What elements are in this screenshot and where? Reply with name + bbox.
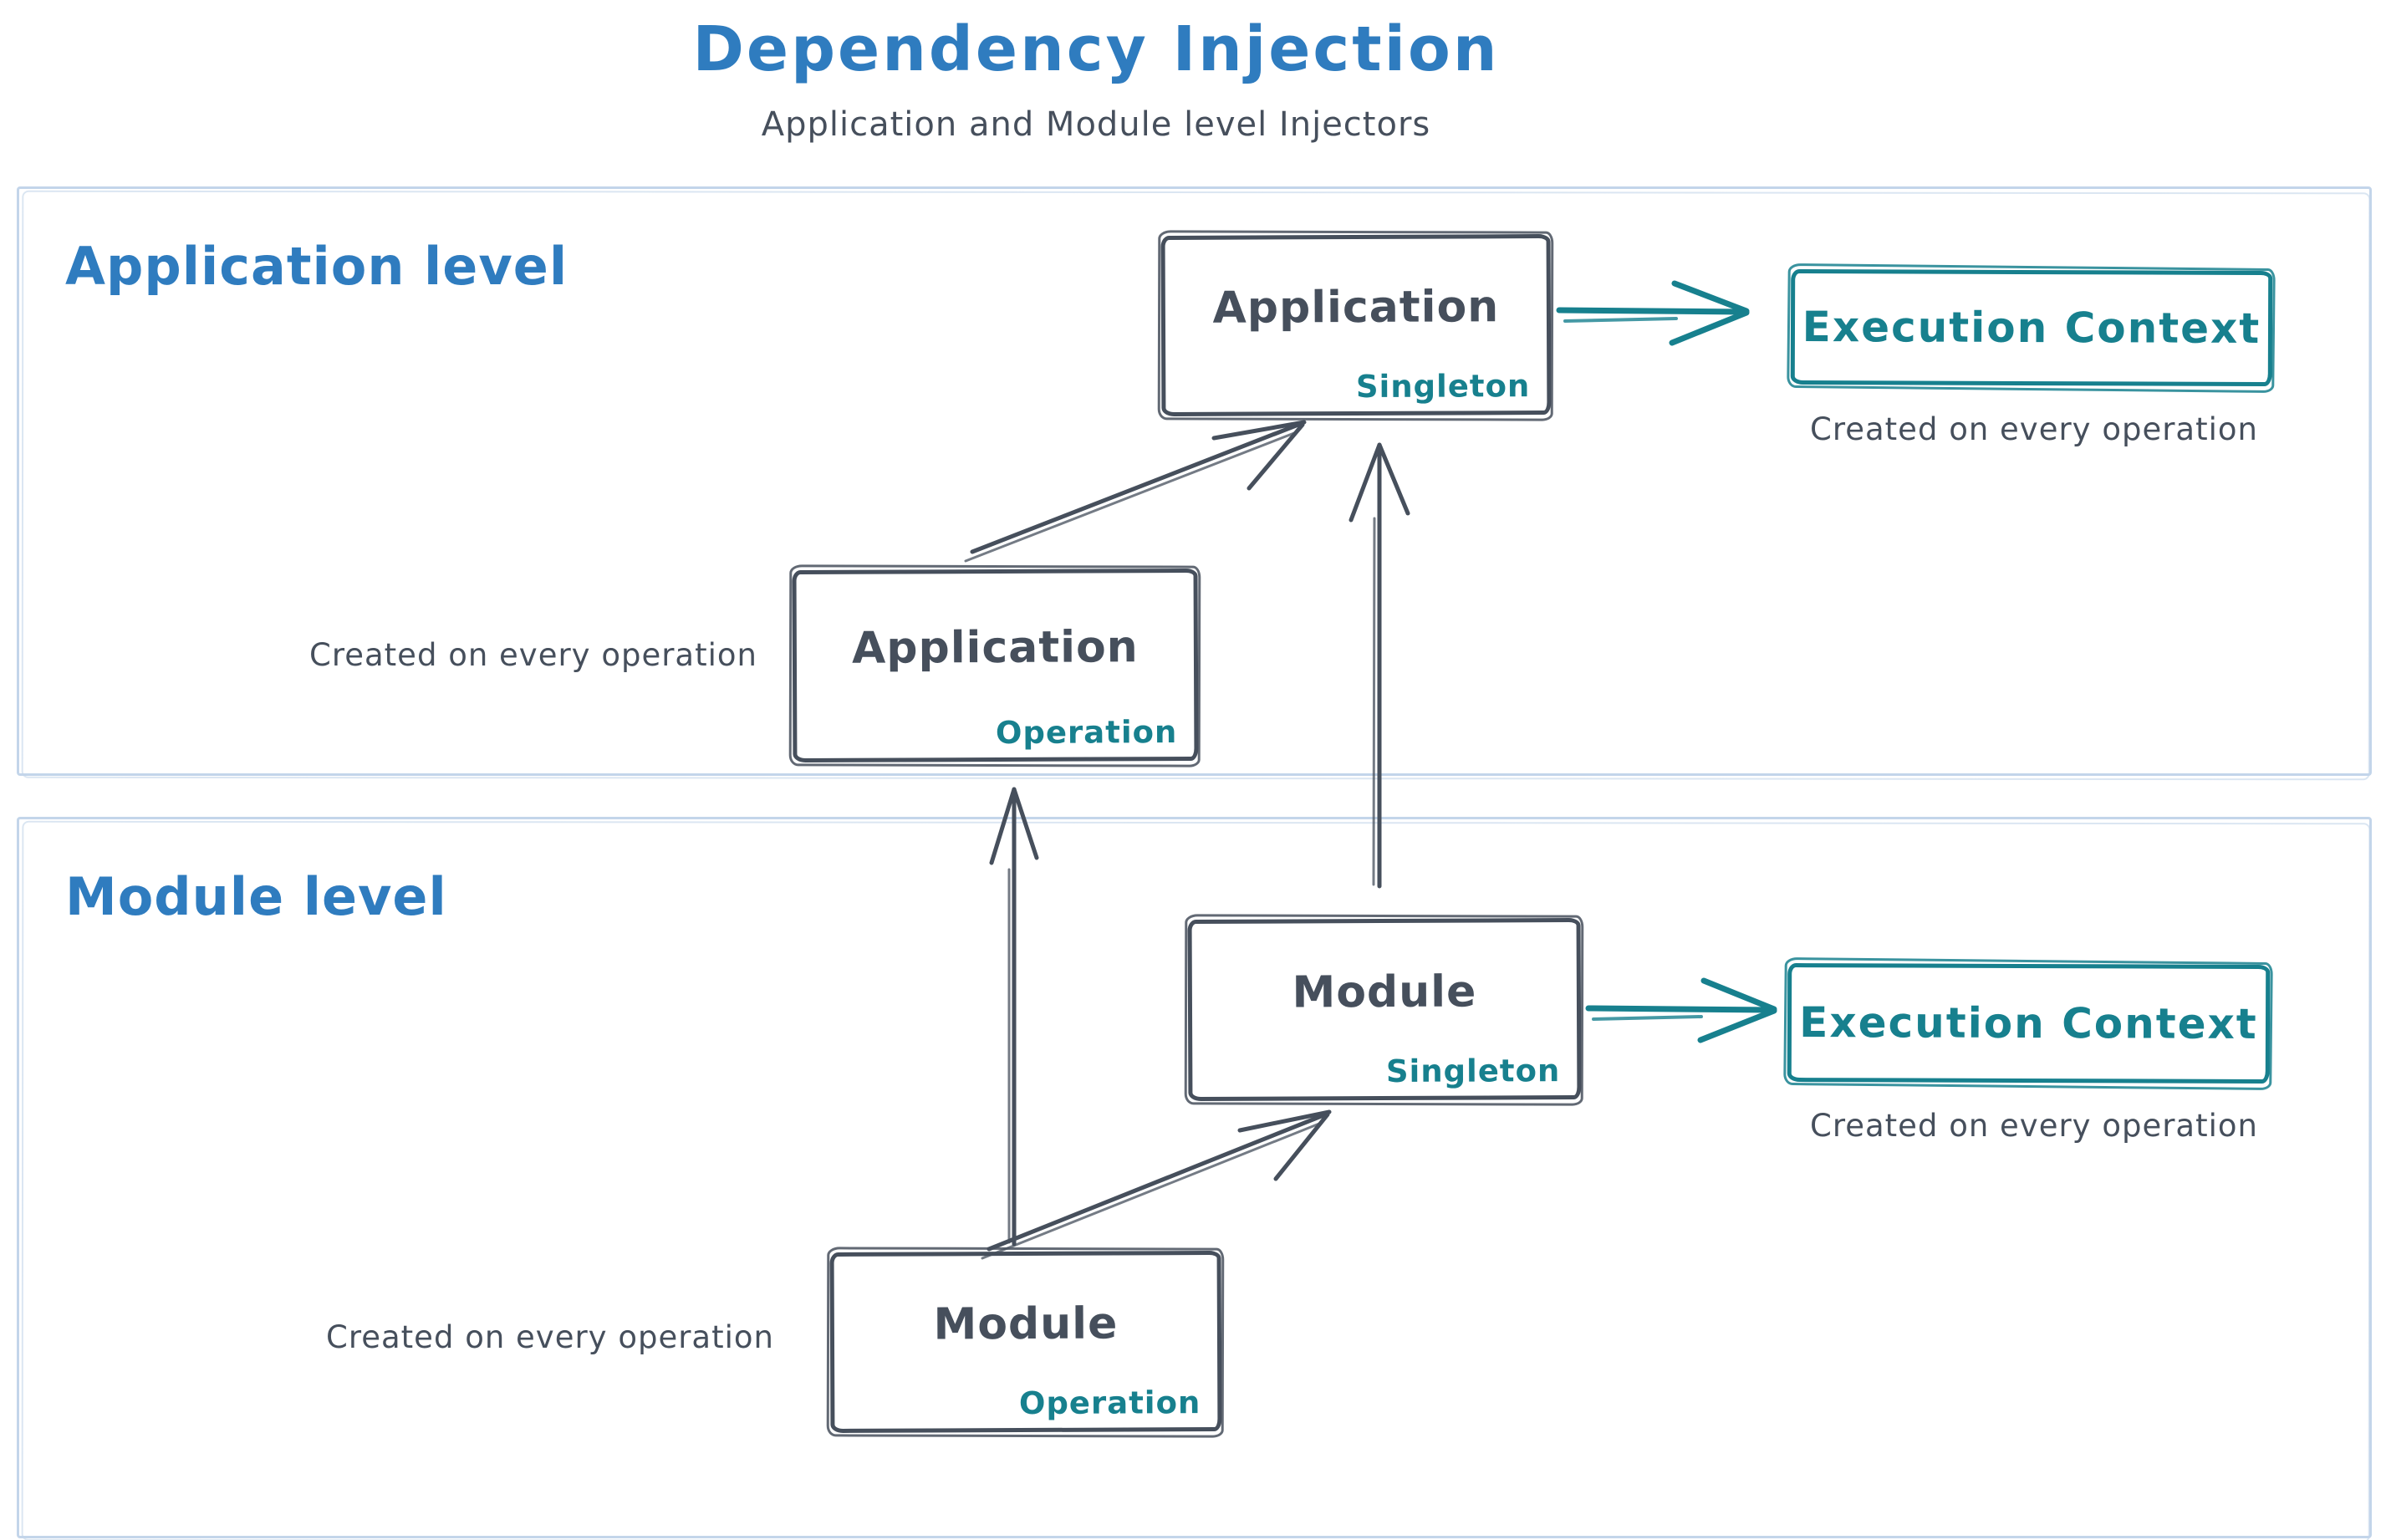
- page-subtitle: Application and Module level Injectors: [761, 105, 1431, 144]
- application-level-label: Application level: [65, 236, 568, 297]
- application-singleton-title: Application: [1212, 282, 1500, 334]
- application-execution-context-title: Execution Context: [1802, 303, 2261, 353]
- module-level-label: Module level: [65, 866, 447, 927]
- module-operation-caption: Created on every operation: [326, 1319, 774, 1355]
- module-operation-box: Module Operation: [829, 1250, 1222, 1434]
- module-level-section: Module level Module Singleton Execution …: [17, 817, 2372, 1538]
- module-execution-caption: Created on every operation: [1810, 1108, 2258, 1144]
- module-singleton-box: Module Singleton: [1187, 917, 1582, 1102]
- application-operation-title: Application: [851, 622, 1139, 674]
- module-operation-badge: Operation: [1018, 1384, 1201, 1422]
- module-execution-context-title: Execution Context: [1799, 998, 2258, 1048]
- application-execution-context-box: Execution Context: [1790, 268, 2273, 387]
- application-operation-badge: Operation: [995, 714, 1178, 751]
- module-singleton-badge: Singleton: [1385, 1053, 1561, 1089]
- module-operation-title: Module: [933, 1298, 1119, 1350]
- module-execution-context-box: Execution Context: [1787, 962, 2271, 1084]
- application-operation-caption: Created on every operation: [309, 637, 757, 673]
- page-title: Dependency Injection: [692, 13, 1500, 85]
- application-execution-caption: Created on every operation: [1810, 411, 2258, 447]
- application-singleton-badge: Singleton: [1355, 368, 1531, 405]
- module-singleton-title: Module: [1292, 966, 1477, 1017]
- application-level-section: Application level Application Singleton …: [17, 186, 2372, 776]
- application-singleton-box: Application Singleton: [1160, 233, 1552, 417]
- application-operation-box: Application Operation: [792, 568, 1199, 763]
